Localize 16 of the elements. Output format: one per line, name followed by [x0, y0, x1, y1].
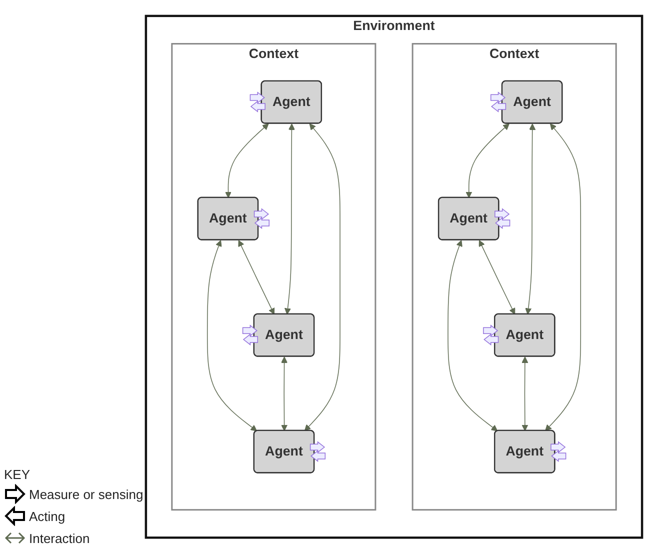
arrow: [466, 124, 510, 198]
arrow: [225, 124, 269, 198]
arrow: [525, 124, 536, 315]
arrow: [522, 356, 528, 432]
arrow: [545, 124, 582, 432]
arrow: [448, 240, 498, 432]
key-heading: KEY: [4, 467, 30, 482]
arrow: [284, 124, 295, 315]
arrow: [206, 240, 258, 432]
arrow: [304, 124, 340, 432]
legend-text: Measure or sensing: [29, 486, 144, 502]
legend-text: Interaction: [29, 530, 90, 546]
arrow: [281, 356, 288, 432]
arrow: [478, 240, 516, 315]
legend-text: Acting: [29, 508, 66, 524]
arrow: [238, 240, 275, 315]
